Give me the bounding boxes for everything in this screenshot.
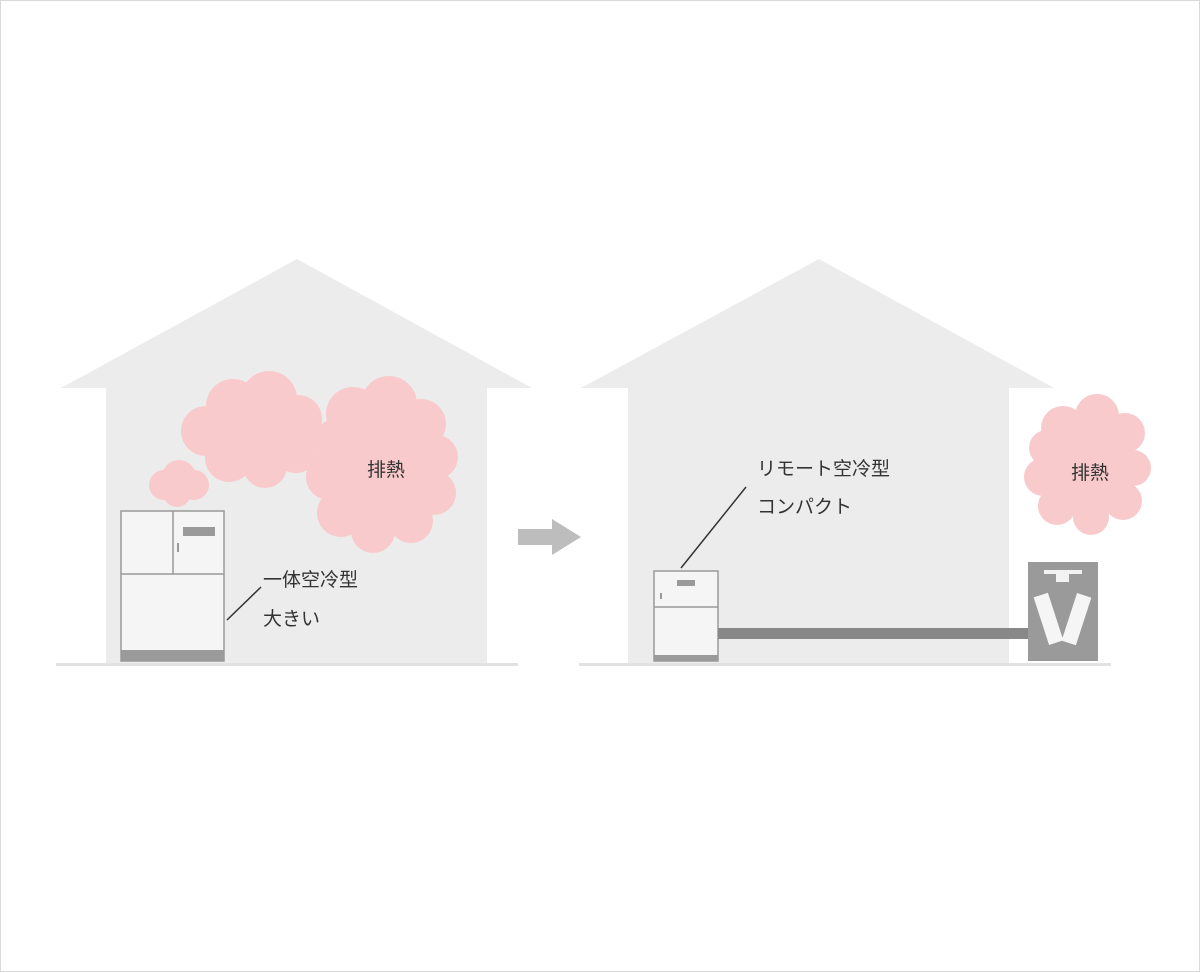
outdoor-condenser [1028, 562, 1098, 661]
heat-cloud-after [1024, 394, 1151, 535]
remote-unit-base [654, 655, 718, 661]
integrated-unit-handle [177, 543, 179, 552]
heat-label-after: 排熱 [1071, 462, 1109, 484]
callout-line-before [226, 586, 262, 621]
house-before-floor-line [56, 663, 518, 666]
integrated-unit-panel [183, 527, 215, 536]
integrated-unit-base [121, 650, 224, 661]
unit-label-after-line1: リモート空冷型 [757, 458, 890, 480]
unit-label-after-line2: コンパクト [757, 496, 852, 518]
heat-cloud-small [149, 460, 209, 507]
house-before-roof [61, 259, 532, 388]
outdoor-condenser-coil-left [1033, 592, 1064, 645]
unit-label-before-line2: 大きい [263, 608, 320, 630]
heat-label-before: 排熱 [367, 459, 405, 481]
remote-unit-panel [677, 580, 695, 586]
heat-cloud-medium [181, 371, 322, 488]
house-after-roof [581, 259, 1054, 388]
transition-arrow [518, 519, 581, 555]
remote-unit [653, 570, 719, 662]
refrigerant-pipe [718, 628, 1028, 639]
unit-label-before-line1: 一体空冷型 [263, 569, 358, 591]
outdoor-condenser-coil-right [1061, 593, 1092, 646]
callout-line-after [680, 486, 747, 569]
outdoor-condenser-fan-bar [1044, 570, 1082, 574]
integrated-unit [120, 510, 225, 662]
remote-unit-handle [660, 593, 662, 599]
heat-cloud-large-before [306, 376, 458, 553]
house-after-floor-line [579, 663, 1111, 666]
outdoor-condenser-fan-hub [1056, 574, 1069, 582]
